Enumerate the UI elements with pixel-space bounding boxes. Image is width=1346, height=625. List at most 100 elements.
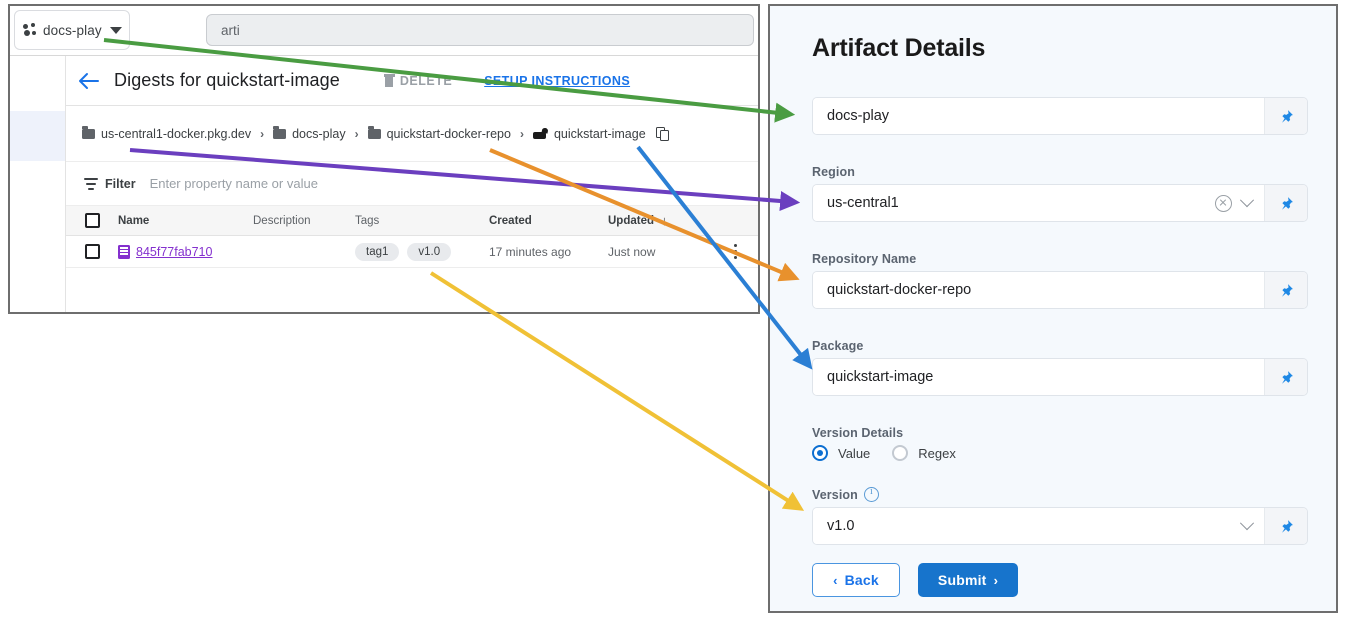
region-field-value[interactable]: us-central1 [813, 185, 1215, 221]
sort-descending-icon: ↓ [661, 213, 668, 228]
breadcrumb-label: us-central1-docker.pkg.dev [101, 126, 252, 141]
filter-label: Filter [105, 176, 136, 191]
version-field-adornments [1239, 508, 1264, 544]
chevron-down-icon[interactable] [1239, 516, 1255, 531]
delete-button[interactable]: DELETE [383, 73, 453, 88]
browser-window: docs-play arti Digests for quickstart-im… [8, 4, 760, 516]
pin-icon[interactable] [1264, 359, 1307, 395]
digest-link[interactable]: 845f77fab710 [136, 244, 213, 259]
version-field-value[interactable]: v1.0 [813, 508, 1242, 544]
form-actions: ‹ Back Submit › [812, 563, 1308, 597]
project-selector[interactable]: docs-play [14, 10, 130, 50]
search-input[interactable]: arti [206, 14, 754, 46]
chevron-down-icon[interactable] [1239, 193, 1255, 208]
artifact-details-panel: Artifact Details docs-play Region us-cen… [768, 4, 1338, 613]
filter-input[interactable]: Enter property name or value [149, 176, 318, 191]
column-header-updated[interactable]: Updated ↓ [608, 213, 713, 228]
breadcrumb-item-project[interactable]: docs-play [273, 126, 346, 141]
row-checkbox[interactable] [66, 244, 118, 259]
docker-icon [532, 127, 549, 139]
page-header-actions: DELETE SETUP INSTRUCTIONS [383, 73, 631, 88]
breadcrumb-item-repository[interactable]: quickstart-docker-repo [367, 126, 511, 141]
artifact-details-form: Artifact Details docs-play Region us-cen… [812, 34, 1308, 597]
panel-title: Artifact Details [812, 34, 986, 62]
table-header-row: Name Description Tags Created Updated ↓ [66, 206, 758, 236]
breadcrumb-label: quickstart-image [553, 126, 646, 141]
column-header-created[interactable]: Created [489, 214, 532, 227]
page-header: Digests for quickstart-image DELETE SETU… [66, 56, 758, 106]
digest-icon [118, 244, 130, 259]
cell-created: 17 minutes ago [489, 244, 572, 259]
region-field-label: Region [812, 165, 855, 179]
table-empty-area [122, 468, 758, 516]
version-details-radio-group: Value Regex [812, 445, 1308, 461]
package-field-value[interactable]: quickstart-image [813, 359, 1264, 395]
repository-field-value[interactable]: quickstart-docker-repo [813, 272, 1264, 308]
copy-icon[interactable] [655, 126, 669, 141]
repository-field-label: Repository Name [812, 252, 917, 266]
back-arrow-icon[interactable] [76, 68, 102, 94]
version-field[interactable]: v1.0 [812, 507, 1308, 545]
console-left-rail [10, 56, 66, 312]
radio-regex-label: Regex [918, 445, 956, 461]
package-field[interactable]: quickstart-image [812, 358, 1308, 396]
repository-field[interactable]: quickstart-docker-repo [812, 271, 1308, 309]
region-field-adornments [1215, 185, 1264, 221]
cell-tags: tag1 v1.0 [355, 242, 489, 261]
region-field[interactable]: us-central1 [812, 184, 1308, 222]
column-header-name[interactable]: Name [118, 214, 150, 227]
browser-toolbar: docs-play arti [10, 6, 758, 56]
chevron-right-icon: › [993, 572, 999, 588]
back-button-label: Back [844, 572, 879, 588]
project-icon [23, 23, 37, 37]
breadcrumb-separator: › [260, 126, 265, 141]
package-field-label: Package [812, 339, 864, 353]
radio-value-label: Value [838, 445, 871, 461]
pin-icon[interactable] [1264, 508, 1307, 544]
pin-icon[interactable] [1264, 98, 1307, 134]
breadcrumb-label: docs-play [292, 126, 346, 141]
project-field-value[interactable]: docs-play [813, 98, 1264, 134]
trash-icon [383, 74, 395, 87]
submit-button-label: Submit [937, 572, 987, 588]
more-vert-icon [733, 243, 738, 261]
submit-button[interactable]: Submit › [918, 563, 1018, 597]
page-title: Digests for quickstart-image [114, 70, 340, 90]
version-label-row: Version [812, 486, 1308, 502]
delete-button-label: DELETE [399, 73, 453, 88]
breadcrumb-separator: › [354, 126, 359, 141]
column-header-updated-label: Updated [608, 214, 654, 227]
radio-value[interactable] [812, 445, 828, 461]
folder-icon [82, 126, 95, 139]
breadcrumb-label: quickstart-docker-repo [386, 126, 511, 141]
folder-icon [273, 126, 287, 139]
chevron-down-icon [109, 26, 122, 34]
version-field-label: Version [812, 487, 858, 502]
breadcrumb: us-central1-docker.pkg.dev › docs-play ›… [66, 106, 758, 162]
pin-icon[interactable] [1264, 272, 1307, 308]
row-more-menu[interactable] [713, 243, 758, 261]
pin-icon[interactable] [1264, 185, 1307, 221]
info-icon[interactable] [863, 486, 879, 502]
breadcrumb-item-package[interactable]: quickstart-image [532, 126, 646, 141]
clear-circle-icon[interactable] [1215, 194, 1232, 212]
version-details-label: Version Details [812, 426, 904, 440]
filter-bar: Filter Enter property name or value [66, 162, 758, 206]
setup-instructions-link[interactable]: SETUP INSTRUCTIONS [484, 73, 631, 88]
column-header-tags[interactable]: Tags [355, 214, 380, 227]
cell-name: 845f77fab710 [118, 244, 253, 259]
select-all-checkbox[interactable] [66, 213, 118, 228]
breadcrumb-item-host[interactable]: us-central1-docker.pkg.dev [82, 126, 252, 141]
table-row[interactable]: 845f77fab710 tag1 v1.0 17 minutes ago Ju… [66, 236, 758, 268]
search-input-value: arti [221, 22, 240, 38]
folder-icon [367, 126, 381, 139]
filter-icon [84, 177, 98, 190]
radio-regex[interactable] [892, 445, 909, 461]
tag-chip[interactable]: v1.0 [407, 242, 452, 261]
back-button[interactable]: ‹ Back [812, 563, 900, 597]
rail-selected-item[interactable] [10, 111, 65, 161]
project-field[interactable]: docs-play [812, 97, 1308, 135]
column-header-description[interactable]: Description [253, 214, 311, 227]
tag-chip[interactable]: tag1 [355, 242, 400, 261]
